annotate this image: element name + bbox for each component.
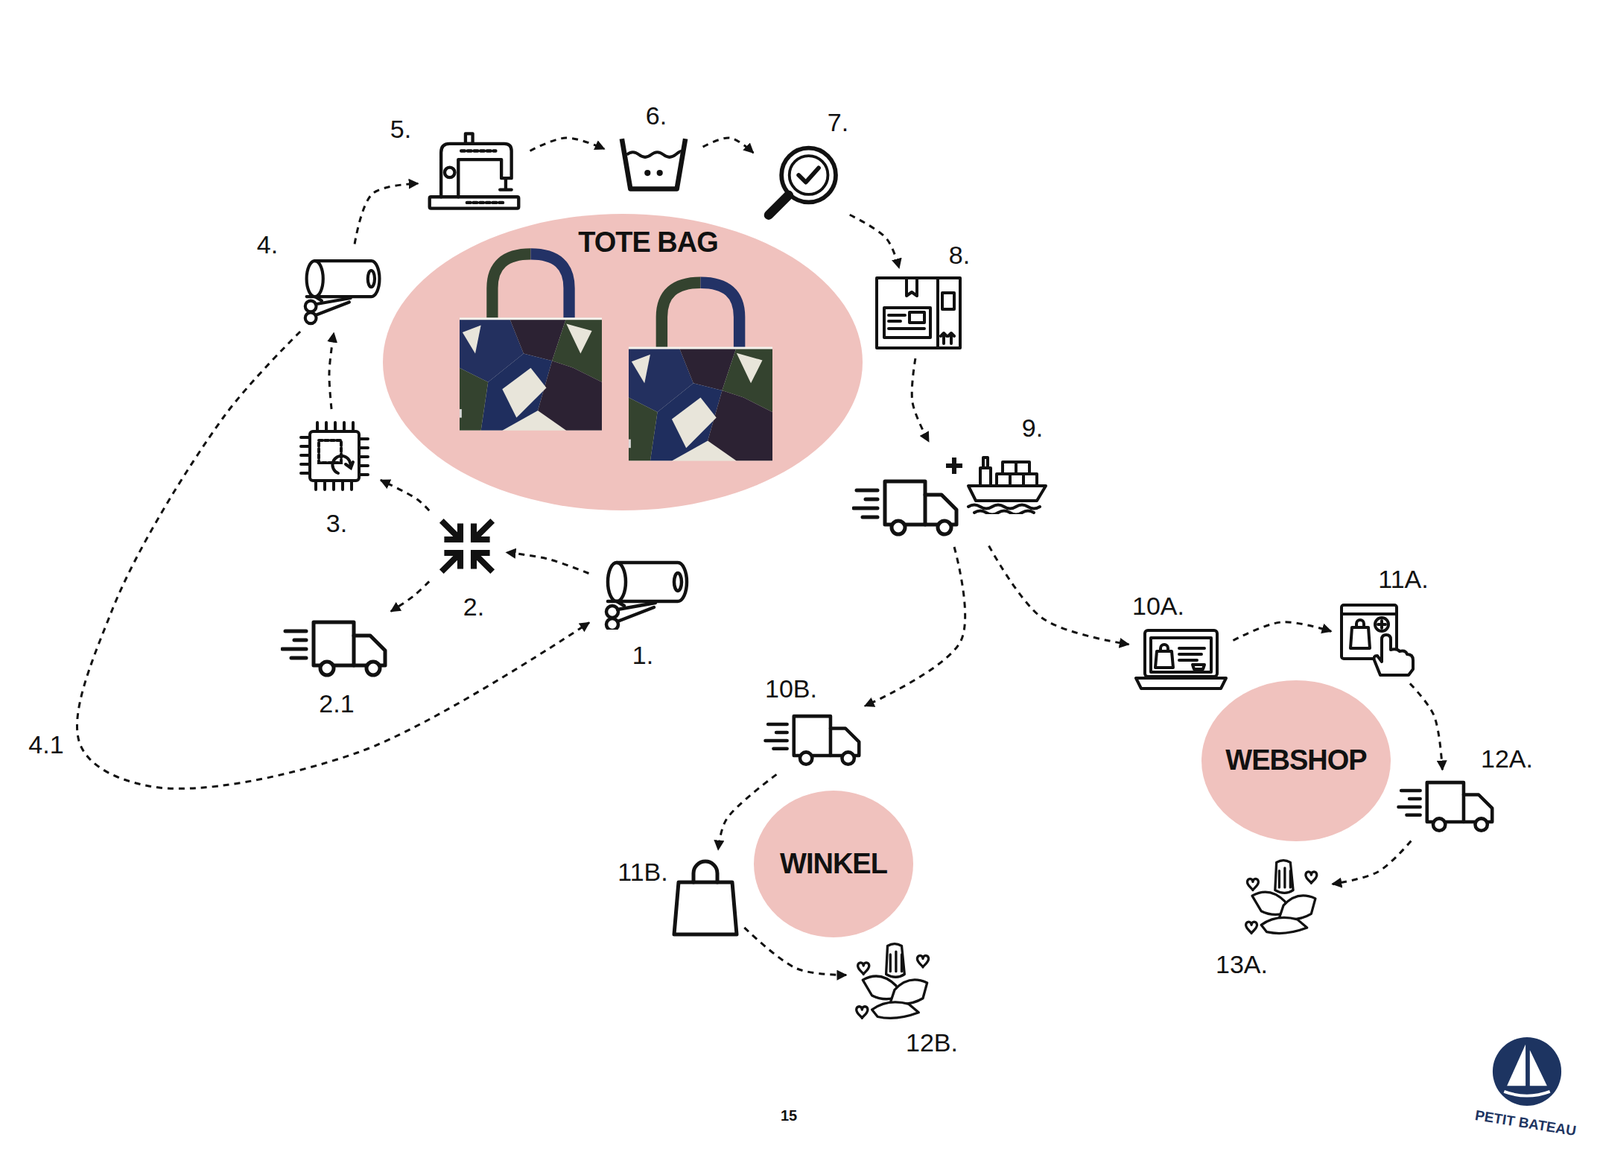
callout-number: 11A. [1378,565,1428,593]
flow-connector [703,137,754,153]
ellipse-shape [382,213,863,511]
category-ellipse: TOTE BAG [382,213,863,511]
process-step: 9. [852,446,1049,541]
process-step: 7. [758,140,845,227]
category-ellipse: WEBSHOP [1201,680,1391,841]
process-step: 11A. [1337,600,1417,679]
flow-connector [506,551,590,573]
truck-icon [1398,782,1492,831]
process-step: 2.1 [280,614,393,682]
callout-number: 2. [463,592,485,621]
plus-symbol [945,457,963,474]
callout-number: 2.1 [318,689,354,718]
callout-number: 9. [1021,414,1043,442]
callout-number: 8. [948,241,970,269]
process-step: 2. [433,512,501,580]
process-step: 3. [293,414,376,497]
hands-icon [856,943,929,1019]
logo-wordmark: PETIT BATEAU [1474,1107,1577,1139]
process-step: 1. [594,554,692,630]
chip-icon [300,422,368,490]
callout-number: 10A. [1132,592,1185,620]
callout-number: 12B. [905,1028,958,1057]
process-step: 8. [872,273,965,353]
ship-icon [968,457,1046,515]
tote-bag-illustration [625,282,773,461]
truck-icon [282,621,386,675]
callout-number: 13A. [1215,950,1268,979]
hands-icon [1246,860,1317,934]
process-step: 12A. [1392,775,1504,837]
flow-connector [1232,621,1332,641]
flow-connector [1410,683,1443,770]
callout-number: 12A. [1480,744,1533,773]
callout-number: 1. [632,641,654,669]
fabric-roll-icon [305,260,380,324]
process-step: 10B. [760,709,870,771]
process-step: 10A. [1134,625,1228,695]
flow-connector [1332,840,1412,884]
ellipse-fill [1201,680,1391,841]
process-step: 6. [610,132,698,194]
process-step: 13A. [1240,855,1327,939]
process-step: 4. [294,249,384,328]
callout-number: 6. [645,102,667,130]
flow-connector [354,183,418,244]
flow-connector [911,358,929,442]
process-step: 5. [423,127,525,215]
process-step: 12B. [852,938,938,1024]
page-number: 15 [780,1106,798,1124]
compress-icon [441,520,493,572]
callout-number: 7. [827,108,849,137]
flow-connector [864,546,966,707]
shopping-bag-icon [674,861,737,935]
flow-connector [329,332,334,409]
web-order-icon [1341,604,1414,675]
flow-connector [530,137,605,151]
callout-number: 4. [256,230,278,259]
ellipse-fill [382,213,863,511]
category-ellipse: WINKEL [753,790,914,938]
flow-connector [989,545,1130,644]
edge-label: 4.1 [25,729,67,760]
ellipse-title: WEBSHOP [1225,744,1367,777]
ellipse-title: WINKEL [779,848,888,880]
wash-icon [621,138,686,189]
ellipse-fill [753,790,914,938]
callout-number: 5. [390,115,412,144]
inspection-icon [768,148,836,216]
callout-number: 11B. [617,858,668,886]
laptop-icon [1135,630,1227,689]
parcel-icon [876,277,961,348]
tote-bag-illustration [456,254,602,431]
flow-connector [849,214,900,268]
truck-icon [764,715,859,765]
process-step: 11B. [671,855,740,939]
flow-connector [380,479,430,511]
brand-logo [1492,1036,1562,1106]
callout-number: 10B. [764,674,818,703]
fabric-roll-icon [606,562,687,631]
flow-connector [391,581,430,611]
ellipse-title: TOTE BAG [578,227,719,259]
callout-number: 3. [326,509,348,538]
truck-icon [853,481,957,535]
sewing-machine-icon [429,133,520,208]
